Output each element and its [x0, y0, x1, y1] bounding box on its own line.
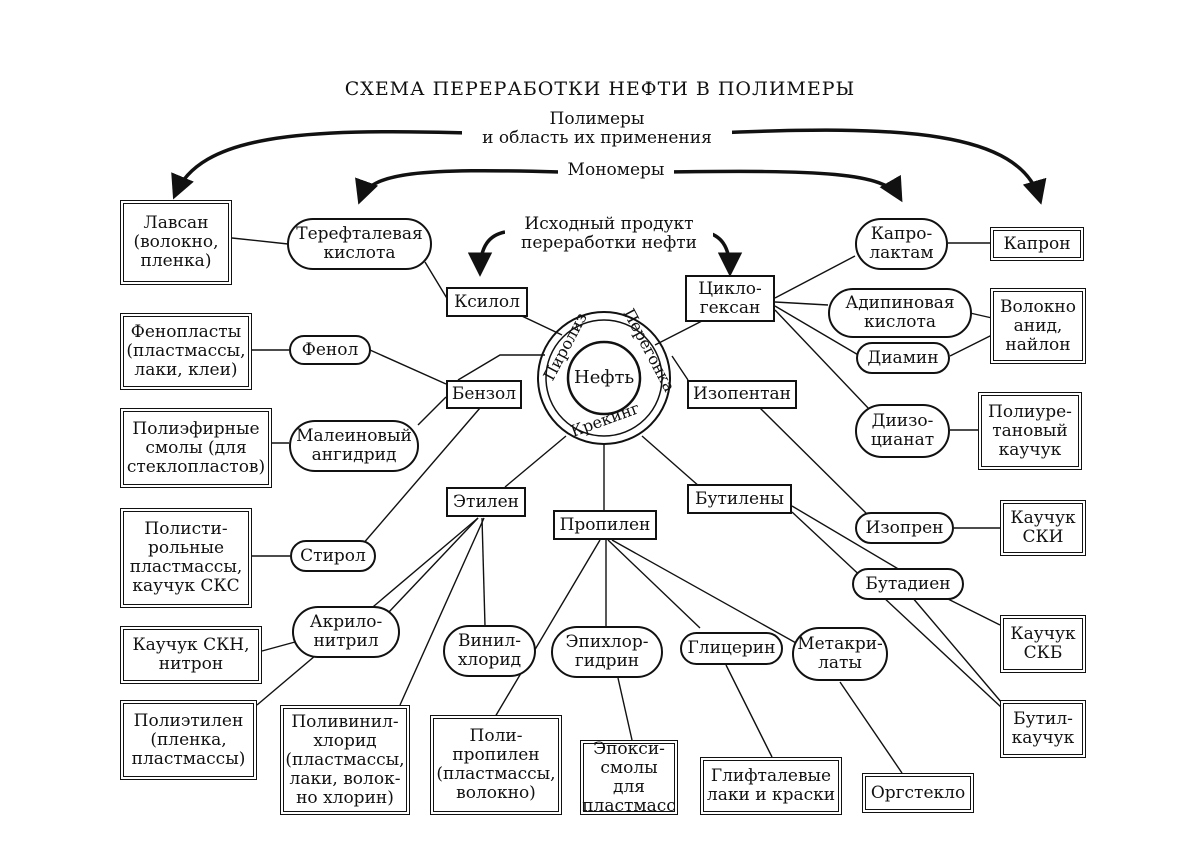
polymer-orgsteklo: Оргстекло: [862, 773, 974, 813]
polymer-kapron: Капрон: [990, 227, 1084, 261]
center-middle-ring: [545, 319, 663, 437]
monomer-maleic-anhydride: Малеиновый ангидрид: [289, 420, 419, 472]
polymer-polyethylene: Полиэтилен (пленка, пластмассы): [120, 700, 257, 780]
polymer-butyl-rubber: Бутил- каучук: [1000, 700, 1086, 758]
monomer-phenol: Фенол: [289, 335, 371, 365]
raw-ethylene: Этилен: [446, 487, 526, 517]
monomer-terephthalic-acid: Терефталевая кислота: [287, 218, 432, 270]
raw-xylene: Ксилол: [446, 287, 528, 317]
monomer-adipic-acid: Адипиновая кислота: [828, 288, 972, 338]
polymer-skb-rubber: Каучук СКБ: [1000, 615, 1086, 673]
center-inner-ring: [566, 340, 642, 416]
header-polymers: Полимеры и область их применения: [462, 110, 732, 148]
monomer-vinylchloride: Винил- хлорид: [443, 625, 536, 677]
polymer-skn-rubber: Каучук СКН, нитрон: [120, 626, 262, 684]
arrow-polymers-left: [171, 129, 471, 200]
arrow-monomers-left: [355, 168, 561, 205]
arrow-polymers-right: [714, 128, 1047, 205]
raw-butylenes: Бутилены: [687, 484, 792, 514]
polymer-polyester-resins: Полиэфирные смолы (для стеклопластов): [120, 408, 272, 488]
polymer-phenoplasts: Фенопласты (пластмассы, лаки, клеи): [120, 313, 252, 390]
polymer-glyphtal: Глифталевые лаки и краски: [700, 757, 842, 815]
polymer-polypropylene: Поли- пропилен (пластмассы, волокно): [430, 715, 562, 815]
monomer-butadiene: Бутадиен: [852, 568, 964, 600]
raw-cyclohexane: Цикло- гексан: [685, 275, 775, 322]
monomer-diamine: Диамин: [856, 342, 950, 374]
arrow-source-left: [467, 230, 506, 277]
polymer-polystyrene: Полисти- рольные пластмассы, каучук СКС: [120, 508, 252, 608]
polymer-polyurethane-rubber: Полиуре- тановый каучук: [978, 392, 1082, 470]
polymer-pvc: Поливинил- хлорид (пластмассы, лаки, вол…: [280, 705, 410, 815]
monomer-styrene: Стирол: [290, 540, 376, 572]
arrow-monomers-right: [664, 169, 903, 203]
monomer-acrylonitrile: Акрило- нитрил: [292, 606, 400, 658]
polymer-epoxy-resins: Эпокси- смолы для пластмасс: [580, 739, 678, 815]
raw-propylene: Пропилен: [553, 510, 657, 540]
header-monomers: Мономеры: [558, 161, 674, 180]
raw-isopentane: Изопентан: [687, 380, 797, 409]
polymer-ski-rubber: Каучук СКИ: [1000, 500, 1086, 556]
monomer-caprolactam: Капро- лактам: [855, 218, 948, 270]
monomer-isoprene: Изопрен: [855, 512, 954, 544]
header-source: Исходный продукт переработки нефти: [505, 215, 713, 253]
polymer-nylon: Волокно анид, найлон: [990, 288, 1086, 364]
center-oil: Нефть: [574, 367, 635, 388]
monomer-diisocyanate: Диизо- цианат: [855, 404, 950, 458]
raw-benzene: Бензол: [446, 380, 522, 409]
monomer-methacrylates: Метакри- латы: [792, 627, 888, 681]
monomer-epichlorohydrin: Эпихлор- гидрин: [551, 626, 663, 678]
monomer-glycerin: Глицерин: [680, 632, 783, 665]
polymer-lavsan: Лавсан (волокно, пленка): [120, 200, 232, 285]
page-title: СХЕМА ПЕРЕРАБОТКИ НЕФТИ В ПОЛИМЕРЫ: [344, 78, 856, 100]
